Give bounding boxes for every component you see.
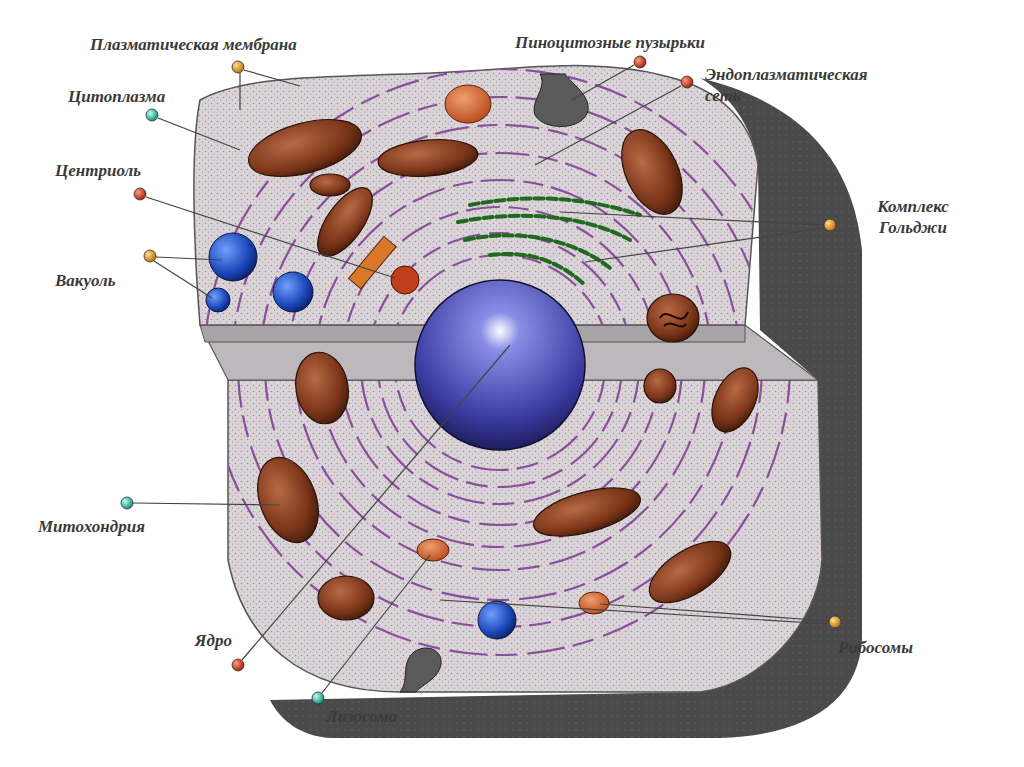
leader-line <box>242 345 510 660</box>
golgi-complex <box>458 198 640 285</box>
leader-ball <box>634 56 646 68</box>
label-slot: Вакуоль <box>55 270 116 291</box>
er-membrane <box>342 207 658 523</box>
leader-ball <box>146 109 158 121</box>
leader-line <box>560 212 824 225</box>
leader-ball <box>232 659 244 671</box>
part-label: Вакуоль <box>55 270 116 291</box>
vacuole <box>206 288 230 312</box>
mitochondrion <box>318 576 374 620</box>
leader-line <box>585 228 824 262</box>
leader-lines <box>133 65 829 693</box>
mitochondrion <box>290 348 354 428</box>
label-slot: Эндоплазматическая сеть <box>705 64 895 106</box>
leader-ball <box>121 497 133 509</box>
part-label: Ядро <box>195 630 232 651</box>
label-slot: Митохондрия <box>38 516 145 537</box>
part-label: Лизосома <box>326 706 397 727</box>
part-label: Митохондрия <box>38 516 145 537</box>
label-slot: Лизосома <box>326 706 397 727</box>
er-membrane <box>204 69 796 661</box>
leader-line <box>154 261 212 298</box>
mitochondrion <box>703 361 768 440</box>
leader-ball <box>824 219 836 231</box>
label-slot: Комплекс Гольджи <box>848 196 978 238</box>
leader-ball <box>144 250 156 262</box>
leader-ball <box>232 61 244 73</box>
mitochondrion <box>243 109 368 187</box>
part-label: Цитоплазма <box>68 86 165 107</box>
leader-line <box>244 70 300 86</box>
lysosome <box>445 85 491 123</box>
label-slot: Рибосомы <box>838 637 913 658</box>
golgi-cisterna <box>470 198 640 215</box>
leader-ball <box>681 76 693 88</box>
mitochondria <box>243 109 768 620</box>
vacuole <box>273 272 313 312</box>
mitochondrion <box>310 174 350 196</box>
leader-line <box>535 86 681 165</box>
leader-ball <box>829 616 841 628</box>
pinocytic-vesicle <box>400 648 441 692</box>
leader-ball <box>134 188 146 200</box>
golgi-cisterna <box>465 235 610 268</box>
label-slot: Пиноцитозные пузырьки <box>515 32 705 53</box>
part-label: Плазматическая мембрана <box>90 34 297 55</box>
part-label: Центриоль <box>55 160 141 181</box>
leader-line <box>146 197 395 278</box>
mitochondrion <box>247 449 330 551</box>
leader-line <box>572 65 634 100</box>
label-slot: Центриоль <box>55 160 141 181</box>
nucleus <box>415 280 585 450</box>
er-upper <box>204 69 796 661</box>
chromatin-mark <box>660 312 688 327</box>
er-membrane <box>390 255 610 475</box>
vacuole <box>209 233 257 281</box>
leader-line <box>239 73 240 110</box>
vacuole <box>478 601 516 639</box>
part-label: Пиноцитозные пузырьки <box>515 32 705 53</box>
label-slot: Ядро <box>195 630 232 651</box>
label-slot: Цитоплазма <box>68 86 165 107</box>
label-slot: Плазматическая мембрана <box>90 34 297 55</box>
centriole <box>349 236 397 288</box>
part-label: Рибосомы <box>838 637 913 658</box>
er-membrane <box>232 97 768 633</box>
part-label: Эндоплазматическая сеть <box>705 64 895 106</box>
centriole-end <box>391 266 419 294</box>
leader-line <box>440 600 829 624</box>
leader-line <box>156 257 222 260</box>
mitochondrion <box>644 369 676 403</box>
leader-line <box>133 503 280 505</box>
mitochondrion <box>529 478 646 545</box>
part-label: Комплекс Гольджи <box>848 196 978 238</box>
lysosome <box>417 539 449 561</box>
mitochondrion <box>647 294 699 342</box>
er-membrane <box>368 233 632 497</box>
leader-line <box>158 118 240 150</box>
er-membrane <box>315 180 685 550</box>
leader-ball <box>312 692 324 704</box>
mitochondrion <box>377 136 480 181</box>
leader-line <box>322 555 430 693</box>
mitochondrion <box>639 529 740 615</box>
pinocytic-vesicle <box>534 74 588 126</box>
